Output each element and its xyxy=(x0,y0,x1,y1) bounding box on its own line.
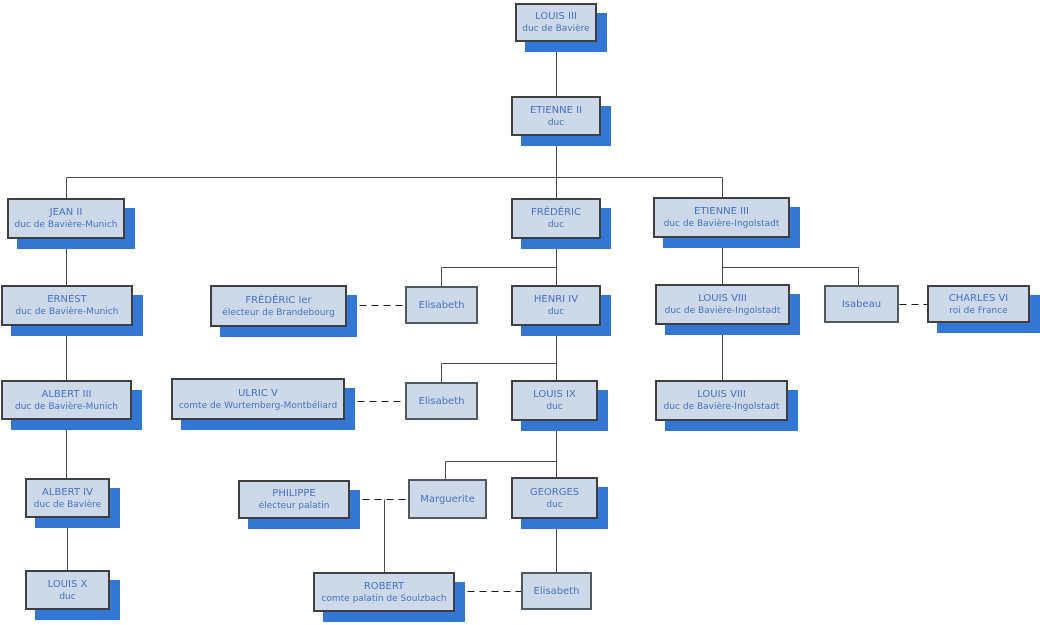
person-node-frederic: FRÉDÉRIC duc xyxy=(511,198,601,239)
person-name: Marguerite xyxy=(420,493,475,505)
person-node-etienne-iii: ETIENNE III duc de Bavière-Ingolstadt xyxy=(653,197,790,238)
person-title: duc xyxy=(546,499,563,510)
person-name: ULRIC V xyxy=(238,387,278,399)
person-name: FRÉDÉRIC Ier xyxy=(245,294,312,306)
person-name: ERNEST xyxy=(47,294,87,305)
person-title: duc xyxy=(546,402,563,412)
person-title: roi de France xyxy=(949,305,1008,316)
person-node-ernest: ERNEST duc de Bavière-Munich xyxy=(1,285,133,326)
person-node-louis-iii: LOUIS III duc de Bavière xyxy=(515,3,597,42)
person-title: électeur palatin xyxy=(258,501,330,511)
person-name: FRÉDÉRIC xyxy=(531,207,581,218)
person-node-elisabeth-wurtemberg: Elisabeth xyxy=(405,382,478,420)
person-title: duc de Bavière xyxy=(33,499,102,510)
person-title: duc de Bavière-Ingolstadt xyxy=(663,219,780,229)
person-name: LOUIS VIII xyxy=(698,293,747,304)
person-title: duc xyxy=(59,591,76,602)
person-title: duc de Bavière-Munich xyxy=(15,307,119,317)
person-title: duc de Bavière xyxy=(522,24,590,34)
person-name: CHARLES VI xyxy=(948,292,1009,304)
person-name: LOUIS IX xyxy=(533,389,576,400)
person-title: duc de Bavière-Munich xyxy=(14,401,118,412)
person-title: duc de Bavière-Ingolstadt xyxy=(663,402,780,412)
person-title: électeur de Brandebourg xyxy=(222,307,335,318)
person-node-elisabeth-soulzbach: Elisabeth xyxy=(521,572,592,610)
person-name: LOUIS VIII xyxy=(697,389,746,400)
person-node-isabeau: Isabeau xyxy=(824,285,899,323)
person-node-elisabeth-brandebourg: Elisabeth xyxy=(405,286,478,324)
person-name: Elisabeth xyxy=(533,585,580,597)
person-name: ROBERT xyxy=(363,580,405,592)
person-name: ETIENNE II xyxy=(529,104,583,116)
person-node-louis-viii-b: LOUIS VIII duc de Bavière-Ingolstadt xyxy=(655,380,788,421)
person-title: comte palatin de Soulzbach xyxy=(321,593,447,604)
person-name: Isabeau xyxy=(841,298,882,310)
person-name: HENRI IV xyxy=(533,294,579,305)
person-title: comte de Wurtemberg-Montbéliard xyxy=(178,400,338,411)
person-name: JEAN II xyxy=(49,207,83,218)
person-node-jean-ii: JEAN II duc de Bavière-Munich xyxy=(7,198,125,239)
person-title: duc xyxy=(547,220,565,230)
person-node-louis-viii-a: LOUIS VIII duc de Bavière-Ingolstadt xyxy=(655,284,790,325)
person-name: GEORGES xyxy=(529,486,580,498)
person-name: Elisabeth xyxy=(418,299,465,311)
person-name: Elisabeth xyxy=(418,395,465,407)
person-title: duc xyxy=(547,307,565,317)
person-title: duc xyxy=(547,117,565,128)
person-name: PHILIPPE xyxy=(272,488,316,499)
person-name: ALBERT III xyxy=(41,388,92,400)
person-title: duc de Bavière-Ingolstadt xyxy=(664,306,781,316)
person-node-philippe: PHILIPPE électeur palatin xyxy=(238,480,350,519)
person-node-louis-ix: LOUIS IX duc xyxy=(511,380,598,421)
person-title: duc de Bavière-Munich xyxy=(14,220,118,230)
person-name: ETIENNE III xyxy=(694,206,749,217)
person-node-marguerite: Marguerite xyxy=(408,479,487,519)
person-node-henri-iv: HENRI IV duc xyxy=(511,285,601,326)
person-name: LOUIS X xyxy=(47,578,88,590)
person-name: ALBERT IV xyxy=(42,486,93,498)
person-name: LOUIS III xyxy=(535,11,577,22)
